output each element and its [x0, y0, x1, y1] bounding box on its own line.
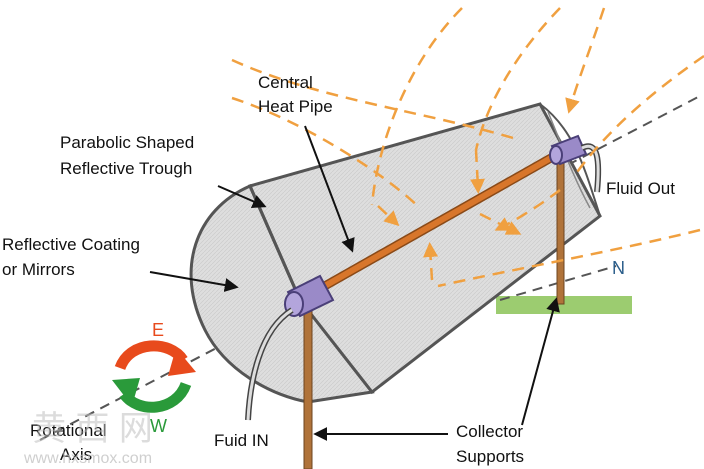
- label-rotational-axis: Rotational Axis: [30, 421, 111, 464]
- label-east: E: [152, 320, 164, 340]
- label-reflective-coating: Reflective Coating or Mirrors: [2, 235, 145, 279]
- heat-pipe-pointer: [304, 125, 355, 253]
- front-support-post: [303, 304, 313, 469]
- label-central-heat-pipe: Central Heat Pipe: [258, 73, 333, 116]
- coating-pointer: [149, 271, 239, 292]
- central-heat-pipe: [297, 147, 568, 303]
- rear-support-post: [556, 159, 565, 305]
- label-reflective-trough: Parabolic Shaped Reflective Trough: [60, 133, 199, 178]
- ground-strip: [496, 296, 632, 314]
- label-north: N: [612, 258, 625, 278]
- trough-pointer: [217, 185, 267, 208]
- rotational-axis-line: [39, 95, 701, 441]
- label-fluid-in: Fuid IN: [214, 431, 269, 450]
- rotation-arrows: [112, 340, 196, 413]
- sun-rays: [231, 7, 704, 288]
- trough-end-cap: [189, 184, 375, 404]
- label-fluid-out: Fluid Out: [606, 179, 675, 198]
- pipe-cap-rear: [549, 134, 588, 166]
- rear-support-pointer: [521, 297, 560, 426]
- watermark-mark: 黄 西 网: [32, 410, 153, 448]
- label-west: W: [150, 416, 167, 436]
- label-collector-supports: Collector Supports: [456, 422, 528, 466]
- watermark-url: www.hxsmox.com: [23, 450, 152, 467]
